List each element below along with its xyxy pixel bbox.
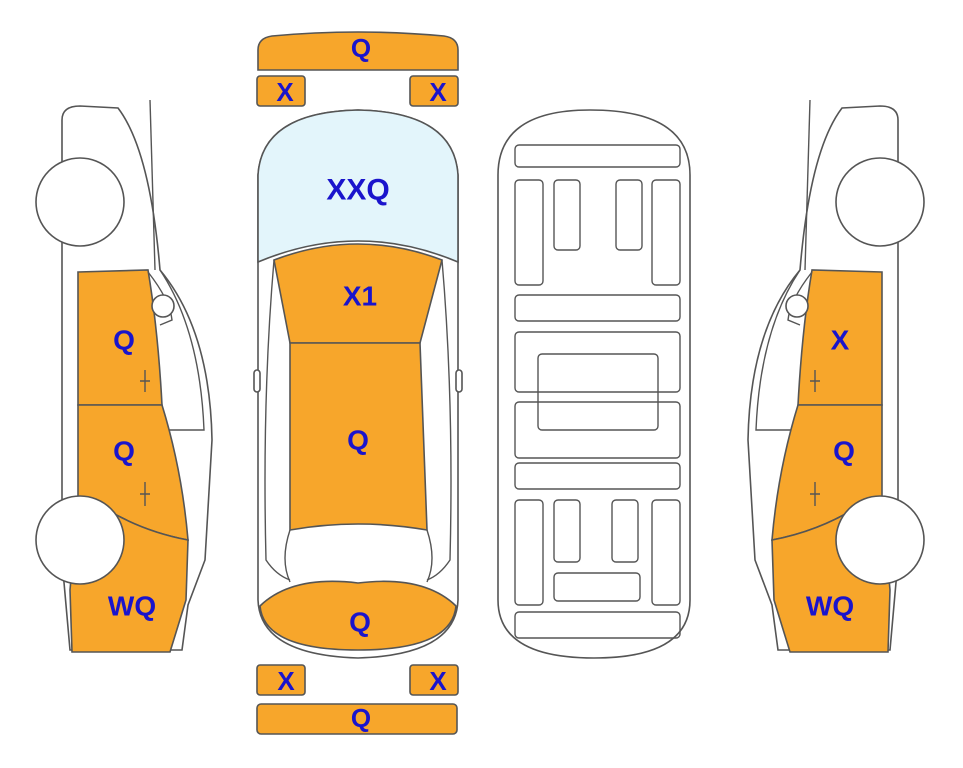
underbody-rear-bar bbox=[514, 611, 681, 639]
hood-label: X1 bbox=[343, 281, 377, 312]
left-door-handle-front bbox=[140, 370, 150, 392]
right-rear-wheel bbox=[835, 495, 925, 585]
underbody-rail bbox=[553, 499, 581, 563]
right-front-wheel bbox=[835, 157, 925, 247]
front-bumper-group: Q X X bbox=[256, 31, 459, 107]
right-side-window-line bbox=[755, 269, 801, 431]
front-left-corner-label: X bbox=[276, 77, 294, 107]
underbody-view bbox=[497, 109, 691, 659]
left-front-door-label: Q bbox=[113, 325, 135, 356]
roof-label: Q bbox=[347, 425, 369, 456]
right-mirror-circle bbox=[785, 294, 809, 318]
right-front-door-label: X bbox=[831, 325, 850, 356]
underbody-center-plate bbox=[537, 353, 659, 431]
right-rear-quarter-label: WQ bbox=[806, 591, 854, 622]
right-mirror bbox=[455, 369, 463, 393]
underbody-crossmember bbox=[514, 401, 681, 459]
left-mirror-circle bbox=[151, 294, 175, 318]
left-door-handle-rear bbox=[140, 482, 150, 506]
rear-left-corner-label: X bbox=[277, 666, 295, 696]
windshield-panel[interactable] bbox=[257, 109, 459, 264]
underbody-rail bbox=[514, 179, 544, 286]
right-side-hood-line bbox=[804, 99, 811, 271]
rear-right-corner-panel[interactable] bbox=[409, 664, 459, 696]
underbody-crossmember bbox=[514, 462, 681, 490]
hood-panel[interactable] bbox=[273, 243, 443, 344]
front-right-corner-label: X bbox=[429, 77, 447, 107]
right-side-view: X Q WQ bbox=[747, 99, 925, 653]
left-front-wheel bbox=[35, 157, 125, 247]
rear-bumper-panel[interactable] bbox=[256, 703, 458, 735]
rear-window-line-right bbox=[426, 529, 433, 583]
underbody-rail bbox=[615, 179, 643, 251]
windshield-label: XXQ bbox=[326, 174, 389, 207]
trunk-label: Q bbox=[349, 607, 371, 638]
left-mirror bbox=[253, 369, 261, 393]
underbody-rail bbox=[651, 499, 681, 606]
front-left-corner-panel[interactable] bbox=[256, 75, 306, 107]
rear-window-line bbox=[284, 529, 291, 583]
underbody-rail bbox=[651, 179, 681, 286]
left-side-window-line bbox=[159, 269, 205, 431]
front-bumper-label: Q bbox=[351, 33, 371, 63]
right-side-glass-line bbox=[426, 259, 452, 581]
roof-panel[interactable] bbox=[289, 342, 428, 531]
right-door-handle-front bbox=[810, 370, 820, 392]
left-side-view: Q Q WQ bbox=[35, 99, 213, 653]
left-side-hood-line bbox=[149, 99, 156, 271]
left-rear-wheel bbox=[35, 495, 125, 585]
left-side-glass-line bbox=[264, 259, 291, 581]
underbody-front-bar bbox=[514, 144, 681, 168]
underbody-rail bbox=[553, 179, 581, 251]
front-right-corner-panel[interactable] bbox=[409, 75, 459, 107]
underbody-crossmember bbox=[514, 331, 681, 393]
rear-bumper-group: X X Q bbox=[256, 664, 459, 735]
underbody-rail bbox=[514, 499, 544, 606]
top-view-car: XXQ X1 Q Q bbox=[253, 109, 463, 659]
rear-right-corner-label: X bbox=[429, 666, 447, 696]
right-door-handle-rear bbox=[810, 482, 820, 506]
front-bumper-panel[interactable] bbox=[257, 31, 459, 71]
underbody-rail bbox=[611, 499, 639, 563]
rear-bumper-label: Q bbox=[351, 703, 371, 733]
underbody-outline bbox=[497, 109, 691, 659]
rear-left-corner-panel[interactable] bbox=[256, 664, 306, 696]
right-rear-door-label: Q bbox=[833, 436, 855, 467]
underbody-crossmember bbox=[514, 294, 681, 322]
underbody-rear-plate bbox=[553, 572, 641, 602]
left-rear-quarter-label: WQ bbox=[108, 591, 156, 622]
left-rear-door-label: Q bbox=[113, 436, 135, 467]
trunk-panel[interactable] bbox=[259, 580, 457, 651]
